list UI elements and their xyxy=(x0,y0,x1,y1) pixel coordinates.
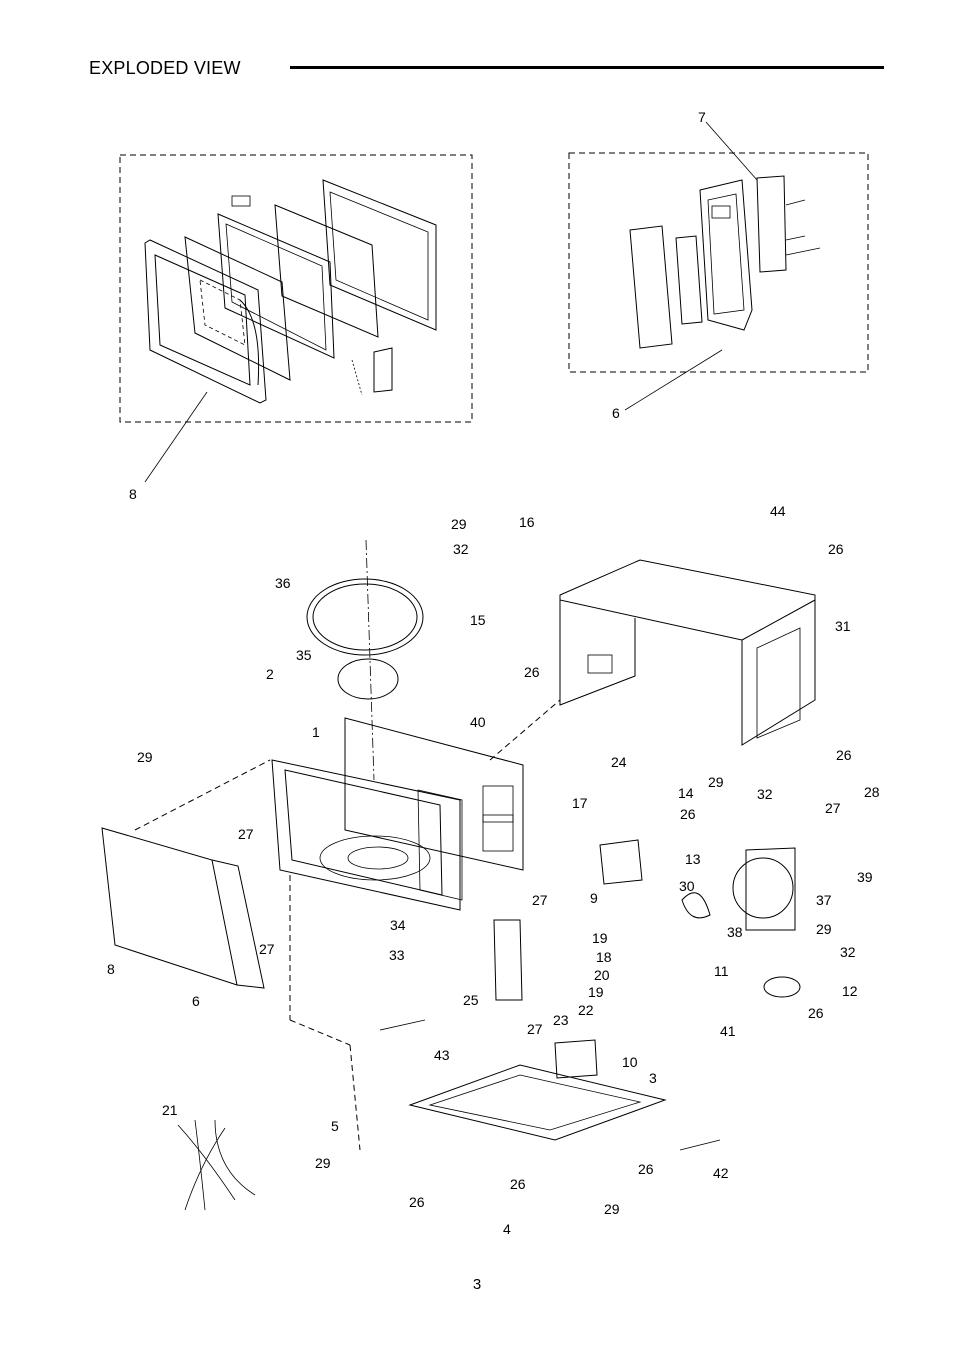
callout-1: 1 xyxy=(312,724,320,740)
callout-26: 26 xyxy=(808,1005,824,1021)
callout-39: 39 xyxy=(857,869,873,885)
callout-6: 6 xyxy=(612,405,620,421)
callout-26: 26 xyxy=(680,806,696,822)
callout-38: 38 xyxy=(727,924,743,940)
callout-31: 31 xyxy=(835,618,851,634)
callout-18: 18 xyxy=(596,949,612,965)
callout-11: 11 xyxy=(714,963,729,979)
callout-22: 22 xyxy=(578,1002,594,1018)
callout-42: 42 xyxy=(713,1165,729,1181)
callout-44: 44 xyxy=(770,503,786,519)
callout-32: 32 xyxy=(840,944,856,960)
callout-27: 27 xyxy=(527,1021,543,1037)
callout-7: 7 xyxy=(698,109,706,125)
callout-10: 10 xyxy=(622,1054,638,1070)
callout-35: 35 xyxy=(296,647,312,663)
callout-36: 36 xyxy=(275,575,291,591)
callout-5: 5 xyxy=(331,1118,339,1134)
callout-29: 29 xyxy=(451,516,467,532)
title-rule xyxy=(290,66,884,69)
callout-29: 29 xyxy=(315,1155,331,1171)
callout-33: 33 xyxy=(389,947,405,963)
callout-43: 43 xyxy=(434,1047,450,1063)
callout-14: 14 xyxy=(678,785,694,801)
page-number: 3 xyxy=(472,1276,482,1293)
callout-15: 15 xyxy=(470,612,486,628)
callout-26: 26 xyxy=(409,1194,425,1210)
main-body xyxy=(101,539,816,1211)
callout-23: 23 xyxy=(553,1012,569,1028)
control-panel-assembly xyxy=(568,121,869,411)
callout-26: 26 xyxy=(524,664,540,680)
callout-29: 29 xyxy=(708,774,724,790)
callout-27: 27 xyxy=(532,892,548,908)
callout-27: 27 xyxy=(825,800,841,816)
callout-20: 20 xyxy=(594,967,610,983)
callout-41: 41 xyxy=(720,1023,736,1039)
door-assembly xyxy=(119,154,473,483)
callout-8: 8 xyxy=(129,486,137,502)
callout-26: 26 xyxy=(638,1161,654,1177)
callout-25: 25 xyxy=(463,992,479,1008)
callout-8: 8 xyxy=(107,961,115,977)
callout-24: 24 xyxy=(611,754,627,770)
callout-40: 40 xyxy=(470,714,486,730)
callout-28: 28 xyxy=(864,784,880,800)
callout-4: 4 xyxy=(503,1221,511,1237)
callout-26: 26 xyxy=(828,541,844,557)
callout-19: 19 xyxy=(592,930,608,946)
callout-32: 32 xyxy=(453,541,469,557)
callout-6: 6 xyxy=(192,993,200,1009)
callout-19: 19 xyxy=(588,984,604,1000)
callout-17: 17 xyxy=(572,795,588,811)
callout-2: 2 xyxy=(266,666,274,682)
callout-3: 3 xyxy=(649,1070,657,1086)
callout-12: 12 xyxy=(842,983,858,999)
callout-9: 9 xyxy=(590,890,598,906)
callout-30: 30 xyxy=(679,878,695,894)
page-title: EXPLODED VIEW xyxy=(89,58,241,78)
callout-29: 29 xyxy=(604,1201,620,1217)
callout-27: 27 xyxy=(238,826,254,842)
callout-16: 16 xyxy=(519,514,535,530)
callout-34: 34 xyxy=(390,917,406,933)
callout-21: 21 xyxy=(162,1102,178,1118)
callout-26: 26 xyxy=(836,747,852,763)
callout-26: 26 xyxy=(510,1176,526,1192)
callout-37: 37 xyxy=(816,892,832,908)
callout-27: 27 xyxy=(259,941,275,957)
callout-29: 29 xyxy=(137,749,153,765)
callout-32: 32 xyxy=(757,786,773,802)
callout-labels: 1 2 3 4 5 6 6 7 8 8 9 10 11 12 13 14 15 … xyxy=(107,109,880,1237)
callout-13: 13 xyxy=(685,851,701,867)
callout-29: 29 xyxy=(816,921,832,937)
